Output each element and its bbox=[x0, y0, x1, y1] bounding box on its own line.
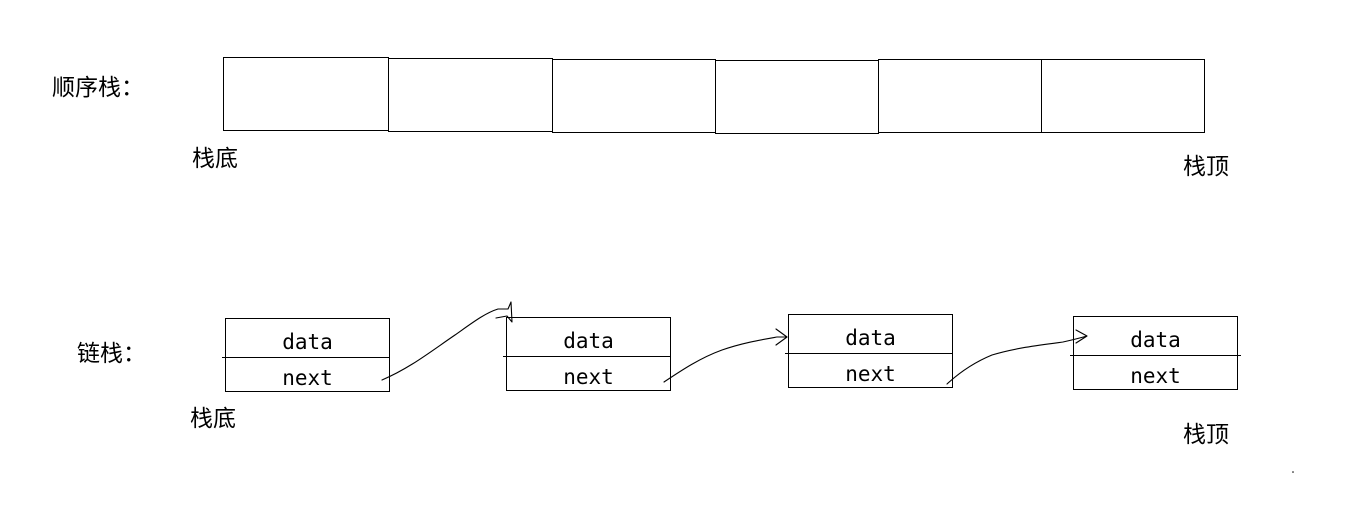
stack-cell bbox=[388, 58, 553, 132]
linked-node: data next bbox=[788, 314, 953, 388]
stack-cell bbox=[878, 59, 1042, 133]
linked-stack-bottom-label: 栈底 bbox=[190, 406, 236, 432]
pointer-arrow bbox=[381, 301, 513, 381]
node-next-field: next bbox=[845, 362, 896, 386]
linked-node: data next bbox=[1073, 316, 1238, 390]
linked-stack-top-label: 栈顶 bbox=[1183, 422, 1229, 448]
sequential-stack-top-label: 栈顶 bbox=[1183, 154, 1229, 180]
node-data-field: data bbox=[845, 326, 896, 350]
pointer-arrow bbox=[663, 328, 788, 383]
node-data-field: data bbox=[563, 329, 614, 353]
node-data-field: data bbox=[1130, 328, 1181, 352]
linked-node: data next bbox=[506, 317, 671, 391]
stray-mark bbox=[1292, 471, 1294, 473]
node-divider bbox=[503, 356, 671, 357]
node-next-field: next bbox=[563, 365, 614, 389]
stack-cell bbox=[1041, 59, 1205, 133]
node-divider bbox=[785, 353, 953, 354]
node-divider bbox=[222, 357, 390, 358]
sequential-stack-label: 顺序栈： bbox=[52, 75, 144, 101]
pointer-arrow bbox=[946, 329, 1088, 385]
node-divider bbox=[1070, 355, 1241, 356]
linked-stack-label: 链栈： bbox=[77, 341, 146, 367]
sequential-stack-bottom-label: 栈底 bbox=[192, 146, 238, 172]
linked-node: data next bbox=[225, 318, 390, 392]
node-data-field: data bbox=[282, 330, 333, 354]
node-next-field: next bbox=[282, 366, 333, 390]
node-next-field: next bbox=[1130, 364, 1181, 388]
